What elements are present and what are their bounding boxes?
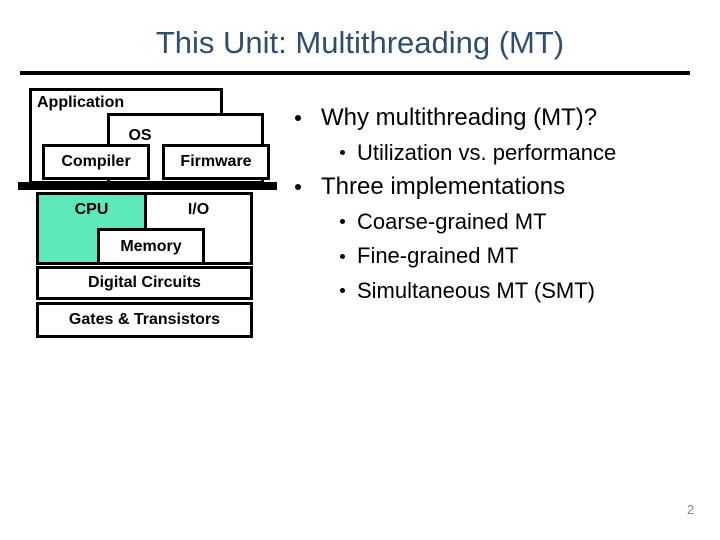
slide-title: This Unit: Multithreading (MT): [155, 25, 565, 60]
bullet-text: Coarse-grained MT: [357, 208, 547, 234]
bullet-dot-icon: [340, 253, 345, 259]
bullet-item: Fine-grained MT: [293, 239, 708, 274]
layer-memory-label: Memory: [120, 237, 182, 255]
bullet-item: Three implementations: [293, 170, 708, 205]
page-number: 2: [687, 502, 695, 517]
bullet-item: Simultaneous MT (SMT): [293, 274, 708, 309]
layer-digital-circuits: Digital Circuits: [36, 266, 253, 300]
bullet-item: Utilization vs. performance: [293, 136, 708, 171]
layer-application-label: Application: [37, 94, 125, 111]
layer-firmware: Firmware: [162, 144, 270, 180]
bullet-text: Fine-grained MT: [357, 243, 519, 269]
bullet-text: Utilization vs. performance: [357, 139, 617, 165]
bullet-text: Why multithreading (MT)?: [321, 104, 598, 132]
layer-gates-transistors: Gates & Transistors: [36, 302, 253, 338]
bullet-dot-icon: [340, 288, 345, 294]
bullet-item: Why multithreading (MT)?: [293, 101, 708, 136]
bullet-text: Three implementations: [321, 173, 566, 201]
title-underline: [20, 71, 690, 75]
layer-digital-circuits-label: Digital Circuits: [88, 274, 201, 291]
layer-compiler: Compiler: [42, 144, 150, 180]
bullet-list: Why multithreading (MT)? Utilization vs.…: [293, 101, 708, 308]
bullet-text: Simultaneous MT (SMT): [357, 277, 595, 303]
layer-gates-transistors-label: Gates & Transistors: [68, 311, 221, 328]
layer-os-label: OS: [128, 127, 152, 144]
layer-firmware-label: Firmware: [180, 153, 252, 170]
layer-memory: Memory: [97, 228, 205, 265]
bullet-dot-icon: [340, 219, 345, 225]
bullet-dot-icon: [295, 115, 301, 122]
bullet-dot-icon: [295, 184, 301, 191]
bullet-item: Coarse-grained MT: [293, 205, 708, 240]
layer-io-label: I/O: [187, 201, 210, 218]
layer-cpu-label: CPU: [74, 201, 109, 218]
hardware-software-divider-bar: [18, 182, 277, 190]
layer-compiler-label: Compiler: [61, 153, 131, 170]
bullet-dot-icon: [340, 150, 345, 156]
